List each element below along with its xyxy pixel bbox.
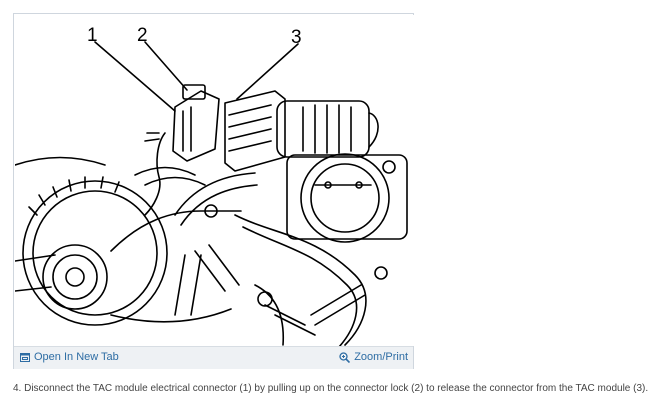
figure-card: 1 2 3 Open In New Tab Zoom/Print [13, 13, 414, 369]
engine-line-drawing: 1 2 3 [15, 25, 408, 346]
callout-2-label: 2 [137, 25, 148, 46]
figure-toolbar: Open In New Tab Zoom/Print [14, 346, 413, 369]
engine-illustration[interactable]: 1 2 3 [15, 15, 414, 346]
open-new-tab-icon [20, 353, 30, 362]
magnifier-zoom-icon [339, 352, 351, 363]
callout-1-label: 1 [87, 25, 98, 46]
open-in-new-tab-label: Open In New Tab [34, 351, 119, 363]
instruction-caption: 4. Disconnect the TAC module electrical … [13, 383, 649, 394]
open-in-new-tab-link[interactable]: Open In New Tab [20, 351, 119, 364]
zoom-print-label: Zoom/Print [354, 351, 408, 363]
zoom-print-link[interactable]: Zoom/Print [339, 351, 408, 364]
callout-3-label: 3 [291, 27, 302, 48]
